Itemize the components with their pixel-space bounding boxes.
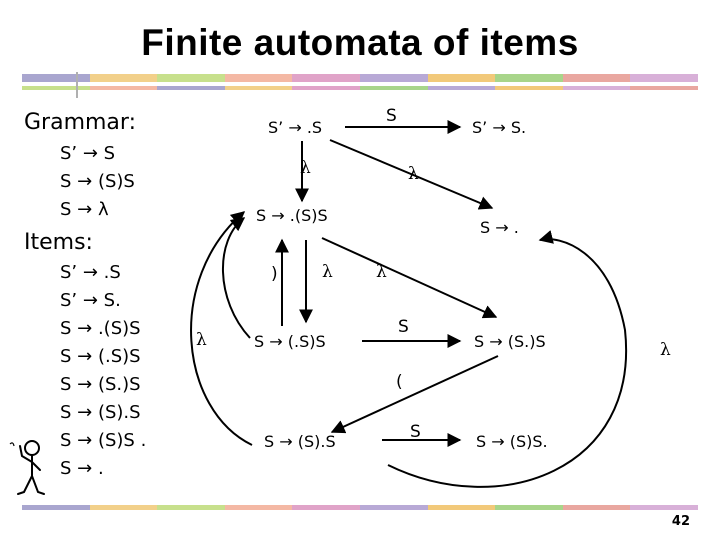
edge-n7-n3 [190, 211, 253, 446]
edge-label: ) [271, 264, 278, 284]
edge-label: λ [196, 330, 207, 350]
edge-label: S [386, 106, 397, 126]
item-entry: S → (S).S [60, 402, 141, 423]
decorative-color-bar-top-thin [22, 86, 698, 90]
edge-n5-n3-loop [221, 217, 251, 339]
automaton-node: S → (S).S [264, 432, 336, 451]
slide-title: Finite automata of items [141, 22, 579, 63]
item-entry: S’ → S. [60, 290, 121, 311]
grammar-rule: S’ → S [60, 143, 116, 164]
decorative-vertical-line [76, 72, 78, 98]
decorative-color-bar-top [22, 74, 698, 82]
edge-label: λ [300, 158, 311, 178]
items-heading: Items: [24, 230, 93, 255]
item-entry: S’ → .S [60, 262, 121, 283]
automaton-node: S → . [480, 218, 519, 237]
edge-n6-n7 [330, 355, 499, 434]
decorative-color-bar-bottom [22, 505, 698, 510]
edge-n3-n6 [321, 237, 498, 319]
item-entry: S → (S.)S [60, 374, 141, 395]
item-entry: S → .(S)S [60, 318, 141, 339]
grammar-rule: S → λ [60, 199, 109, 220]
item-entry: S → . [60, 458, 104, 479]
automaton-node: S → (S.)S [474, 332, 546, 351]
automaton-node: S → .(S)S [256, 206, 328, 225]
grammar-heading: Grammar: [24, 110, 136, 135]
automaton-node: S’ → S. [472, 118, 527, 137]
item-entry: S → (S)S . [60, 430, 147, 451]
edge-label: λ [322, 262, 333, 282]
automaton-node: S → (.S)S [254, 332, 326, 351]
grammar-rule: S → (S)S [60, 171, 135, 192]
thinking-figure-icon [9, 440, 45, 495]
edge-n1-n4 [329, 139, 494, 210]
edge-label: λ [408, 164, 419, 184]
edge-label: λ [376, 262, 387, 282]
edge-label: ( [396, 372, 403, 392]
automaton-node: S → (S)S. [476, 432, 548, 451]
page-number: 42 [671, 514, 690, 529]
edge-label: S [410, 422, 421, 442]
automaton-node: S’ → .S [268, 118, 323, 137]
edge-label: λ [660, 340, 671, 360]
edge-label: S [398, 317, 409, 337]
edge-n7-n4 [387, 230, 628, 488]
item-entry: S → (.S)S [60, 346, 141, 367]
